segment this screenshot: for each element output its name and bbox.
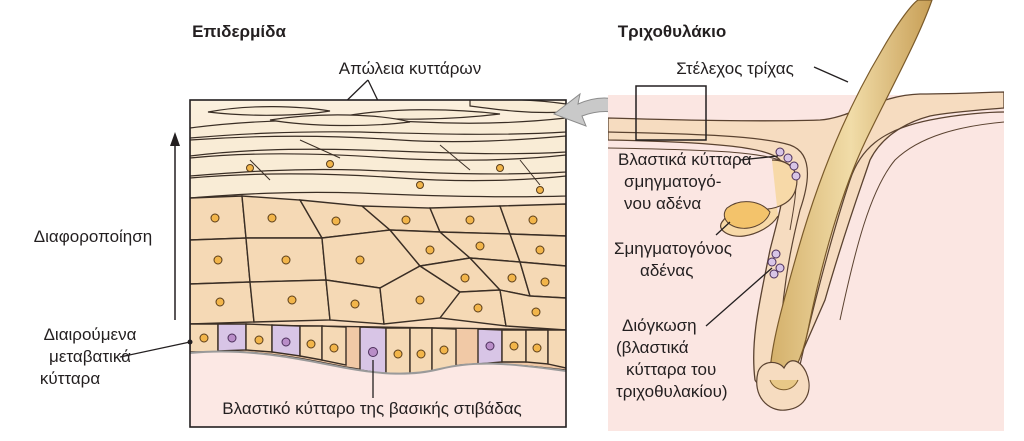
dermal-papilla — [769, 379, 799, 391]
dividing-label-line1: Διαιρούμενα — [44, 325, 137, 344]
dividing-label-line3: κύτταρα — [40, 369, 100, 388]
basal-stem-label: Βλαστικό κύτταρο της βασικής στιβάδας — [222, 399, 521, 418]
sebaceous-gland-body — [723, 201, 771, 229]
hair-shaft-leader — [813, 66, 849, 83]
epidermis-section — [190, 100, 566, 427]
nuclei — [210, 160, 550, 317]
seb-gland-label-line1: Σμηγματογόνος — [614, 239, 732, 258]
basal-layer — [190, 323, 566, 377]
dividing-leader-dot — [187, 339, 193, 345]
epidermis-frame — [189, 99, 567, 428]
bulge-label-line3: κύτταρα του — [626, 360, 716, 379]
bulge-label-line2: (βλαστικά — [616, 338, 689, 357]
seb-stem-label-line3: νου αδένα — [624, 194, 701, 213]
cell-loss-label: Απώλεια κυττάρων — [339, 59, 481, 78]
seb-stem-label-line1: Βλαστικά κύτταρα — [618, 150, 752, 169]
seb-stem-leader — [739, 155, 779, 161]
bulge-label-line1: Διόγκωση — [622, 316, 697, 335]
zoom-box — [635, 85, 707, 141]
follicle-title: Τριχοθυλάκιο — [618, 22, 727, 41]
cornified-layer — [190, 100, 566, 199]
dermis-left — [190, 352, 566, 427]
follicle-section — [608, 0, 1004, 431]
hair-shaft-label: Στέλεχος τρίχας — [676, 59, 794, 78]
epidermis-title: Επιδερμίδα — [192, 22, 286, 41]
seb-gland-label-line2: αδένας — [640, 261, 693, 280]
seb-gland-leader — [715, 221, 731, 236]
bulge-stem-cells — [767, 249, 785, 279]
differentiation-arrowhead — [170, 132, 180, 146]
bulge-label-line4: τριχοθυλακίου) — [616, 382, 728, 401]
spinous-layer — [190, 195, 566, 331]
dividing-label-line2: μεταβατικά — [49, 347, 131, 366]
seb-stem-label-line2: σμηγματογό- — [624, 172, 721, 191]
differentiation-label: Διαφοροποίηση — [34, 227, 152, 246]
bulge-leader — [705, 267, 773, 327]
sebaceous-stem-cells — [775, 147, 801, 181]
dividing-leader — [119, 341, 191, 358]
